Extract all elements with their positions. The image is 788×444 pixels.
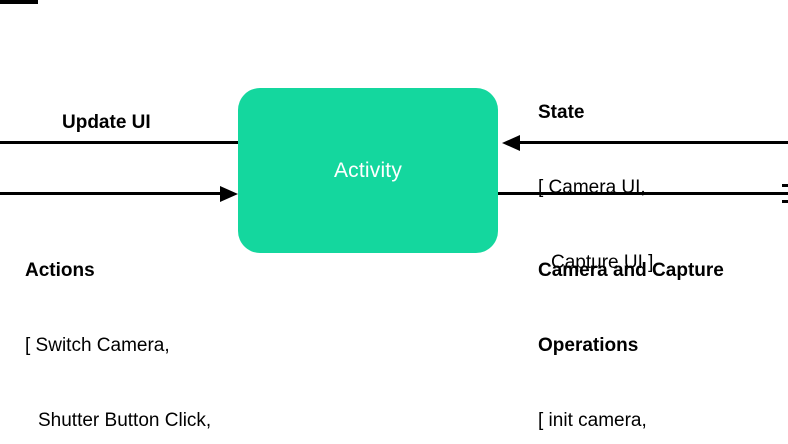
- block-state-line-2: Capture UI ]: [551, 252, 654, 273]
- block-state-heading: State: [538, 102, 585, 123]
- block-actions-heading: Actions: [25, 260, 95, 281]
- activity-node-label: Activity: [333, 159, 403, 182]
- edge-state-line: [520, 141, 788, 144]
- block-actions-line-2: Shutter Button Click,: [38, 410, 212, 431]
- block-state: State [ Camera UI, Capture UI ]: [538, 50, 653, 325]
- block-state-line-1: [ Camera UI,: [538, 177, 646, 198]
- corner-marker-bar: [0, 0, 38, 4]
- block-camera-operations-heading-line-2: Operations: [538, 335, 639, 356]
- arrowhead-actions-into-activity: [220, 186, 238, 202]
- edge-camera-operations-line: [496, 192, 788, 195]
- edge-update-ui-line: [0, 141, 240, 144]
- edge-label-update-ui: Update UI: [62, 112, 151, 133]
- block-actions-line-1: [ Switch Camera,: [25, 335, 170, 356]
- block-camera-operations: Camera and Capture Operations [ init cam…: [538, 208, 724, 444]
- block-actions: Actions [ Switch Camera, Shutter Button …: [25, 208, 258, 444]
- edge-continuation-stub-bottom: [782, 200, 788, 203]
- arrowhead-state-into-activity: [502, 135, 520, 151]
- edge-continuation-stub-top: [782, 184, 788, 187]
- block-camera-operations-line-1: [ init camera,: [538, 410, 647, 431]
- block-camera-operations-heading-line-1: Camera and Capture: [538, 260, 724, 281]
- edge-actions-line: [0, 192, 222, 195]
- activity-node[interactable]: Activity: [238, 88, 498, 253]
